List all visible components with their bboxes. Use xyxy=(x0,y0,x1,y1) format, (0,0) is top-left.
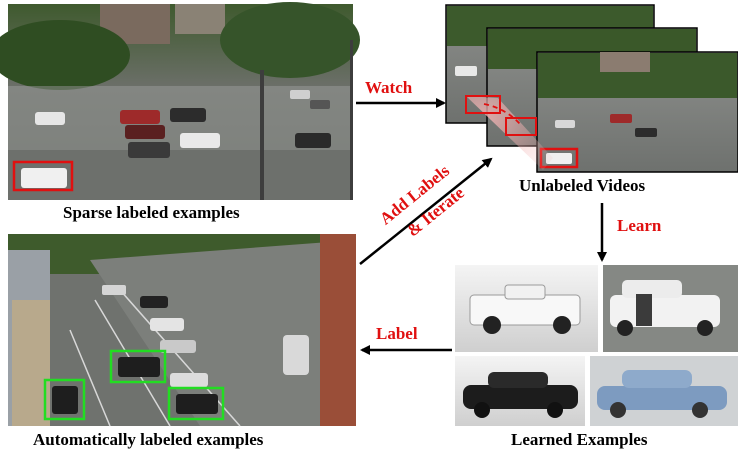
video-frame-front xyxy=(536,51,738,173)
sparse-labeled-photo xyxy=(0,2,360,200)
tracking-trail xyxy=(466,96,553,170)
learned-example-pickup xyxy=(455,265,598,352)
iterate-arrow xyxy=(359,157,493,265)
learned-example-blue-hatchback xyxy=(590,356,738,426)
learned-examples-grid xyxy=(455,265,738,426)
caption-learned: Learned Examples xyxy=(511,430,648,449)
auto-label-box-3 xyxy=(167,386,225,421)
unlabeled-videos-frames xyxy=(445,4,738,173)
caption-automatic: Automatically labeled examples xyxy=(33,430,264,449)
label-arrow-text: Label xyxy=(376,324,418,343)
tracking-path xyxy=(483,103,521,125)
auto-label-box-2 xyxy=(43,378,86,421)
learned-example-sedan-door xyxy=(603,265,738,352)
watch-label: Watch xyxy=(365,78,413,97)
tracked-box-back xyxy=(465,95,501,114)
tracked-box-middle xyxy=(505,117,537,136)
caption-unlabeled: Unlabeled Videos xyxy=(519,176,646,195)
caption-sparse: Sparse labeled examples xyxy=(63,203,240,222)
learn-label: Learn xyxy=(617,216,662,235)
automatic-labeled-photo xyxy=(8,234,356,427)
auto-label-box-1 xyxy=(109,349,167,384)
initial-label-box xyxy=(12,160,74,192)
learned-example-black-sedan xyxy=(455,356,585,426)
